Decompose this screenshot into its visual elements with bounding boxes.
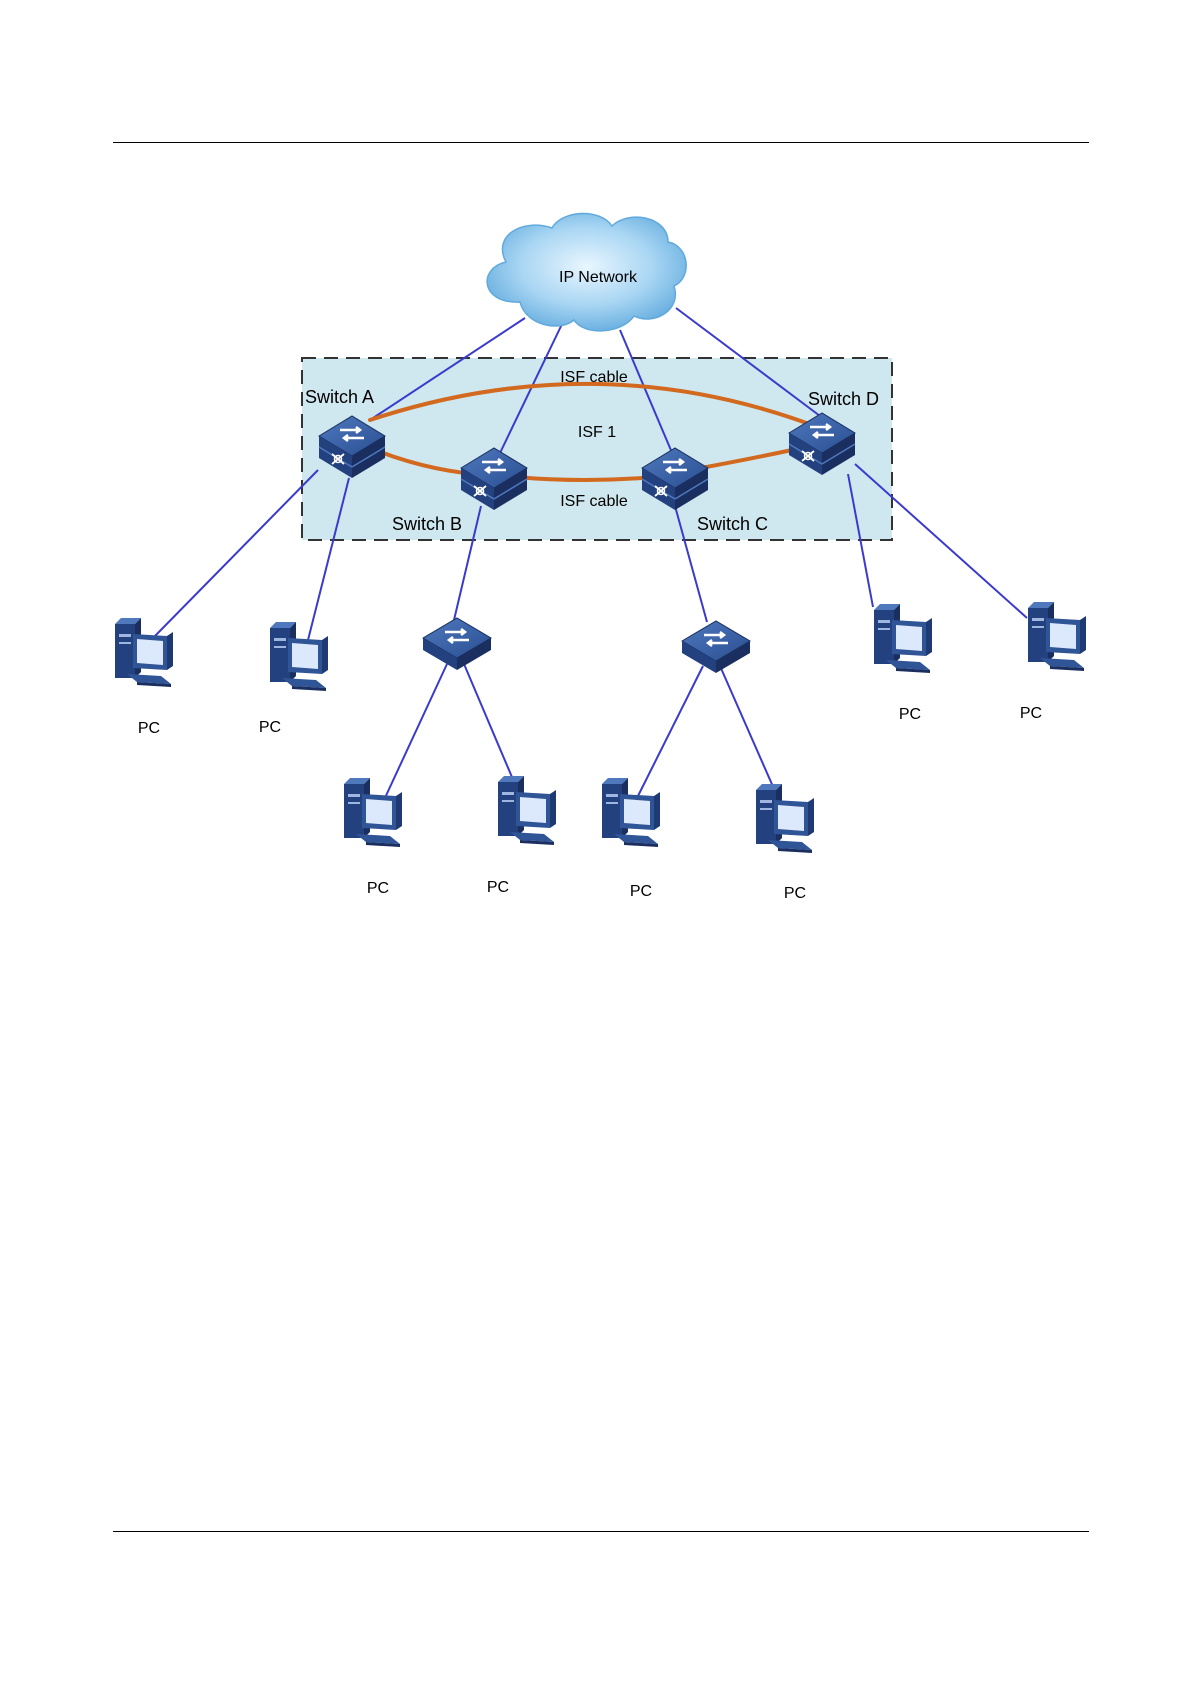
pc-1-label: PC xyxy=(138,720,160,737)
link-sw2-pc5 xyxy=(638,666,703,796)
access-switch-2-icon xyxy=(682,621,750,673)
link-sw1-pc3 xyxy=(384,664,447,800)
pc-1-icon xyxy=(115,618,173,687)
pc-8-icon xyxy=(1028,602,1086,671)
pc-4-icon xyxy=(498,776,556,845)
switch-a-label: Switch A xyxy=(305,387,374,407)
link-sw2-pc6 xyxy=(720,666,778,798)
isf-cable-bottom-label: ISF cable xyxy=(560,493,628,510)
pc-3-label: PC xyxy=(367,880,389,897)
pc-2-icon xyxy=(270,622,328,691)
switch-b-label: Switch B xyxy=(392,514,462,534)
switch-d-label: Switch D xyxy=(808,389,879,409)
pc-6-label: PC xyxy=(784,885,806,902)
pc-6-icon xyxy=(756,784,814,853)
pc-8-label: PC xyxy=(1020,705,1042,722)
isf-group-label: ISF 1 xyxy=(578,424,616,441)
pc-3-icon xyxy=(344,778,402,847)
switch-c-label: Switch C xyxy=(697,514,768,534)
pc-7-label: PC xyxy=(899,706,921,723)
pc-4-label: PC xyxy=(487,879,509,896)
cloud-label: IP Network xyxy=(559,269,638,286)
pc-5-icon xyxy=(602,778,660,847)
isf-cable-top-label: ISF cable xyxy=(560,369,628,386)
link-a-pc1 xyxy=(155,470,318,636)
pc-5-label: PC xyxy=(630,883,652,900)
pc-7-icon xyxy=(874,604,932,673)
access-switch-1-icon xyxy=(423,618,491,670)
pc-2-label: PC xyxy=(259,719,281,736)
